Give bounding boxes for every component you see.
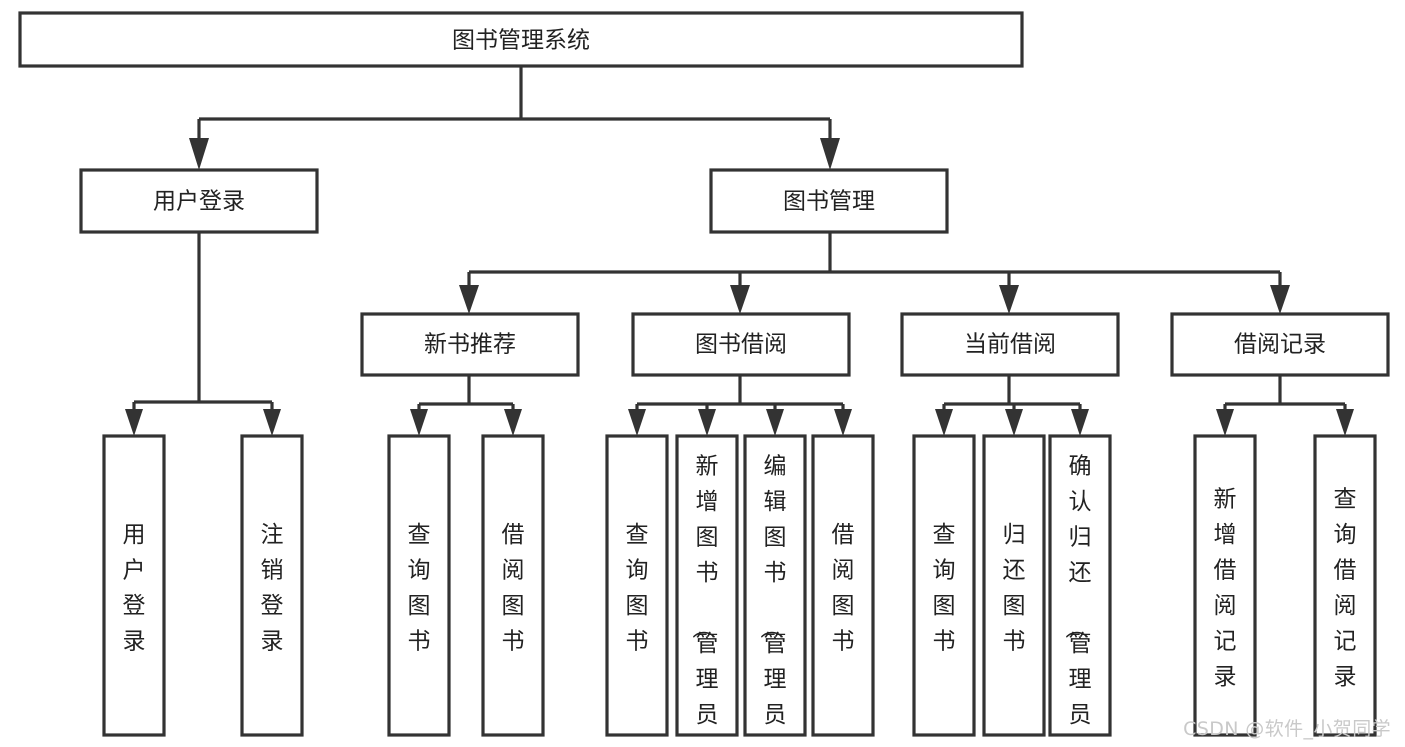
arrow-to-leaf-user-login <box>125 409 143 436</box>
node-current-borrow[interactable]: 当前借阅 <box>900 312 1120 377</box>
arrow-to-leaf-return-book <box>1005 409 1023 436</box>
arrow-to-book-borrow <box>730 285 750 314</box>
node-borrow-record-label: 借阅记录 <box>1234 332 1326 358</box>
arrow-to-leaf-borrow-book-brw <box>834 409 852 436</box>
arrow-to-user-login <box>189 138 209 170</box>
node-user-login[interactable]: 用户登录 <box>79 168 319 234</box>
node-new-book-recommend[interactable]: 新书推荐 <box>360 312 580 377</box>
leaf-node[interactable]: 查询图书 <box>605 434 669 737</box>
node-root-label: 图书管理系统 <box>452 28 590 54</box>
csdn-watermark: CSDN @软件_小贺同学 <box>1183 718 1391 740</box>
leaf-node-label: 查询借阅记录 <box>1334 487 1357 691</box>
leaf-node-label: 借阅图书 <box>502 522 525 655</box>
node-book-borrow[interactable]: 图书借阅 <box>631 312 851 377</box>
node-user-login-label: 用户登录 <box>153 189 245 215</box>
leaf-node[interactable]: 用户登录 <box>102 434 166 737</box>
arrow-to-leaf-query-book-rec <box>410 409 428 436</box>
node-new-book-recommend-label: 新书推荐 <box>424 332 516 358</box>
node-layer: 图书管理系统 用户登录 图书管理 新书推荐 图书借阅 当前借阅 <box>18 11 1390 377</box>
arrow-to-leaf-query-borrow-rec <box>1336 409 1354 436</box>
arrow-to-current-borrow <box>999 285 1019 314</box>
arrow-to-leaf-edit-book-admin <box>766 409 784 436</box>
leaf-node[interactable]: 新增图书（管理员） <box>675 434 739 747</box>
leaf-node-label: 用户登录 <box>123 522 146 655</box>
leaf-node[interactable]: 借阅图书 <box>481 434 545 737</box>
arrow-to-leaf-confirm-return <box>1071 409 1089 436</box>
node-book-manage-label: 图书管理 <box>783 189 875 215</box>
leaf-node[interactable]: 归还图书 <box>982 434 1046 737</box>
leaf-node-label: 查询图书 <box>626 522 649 655</box>
leaf-node-label: 查询图书 <box>933 522 956 655</box>
leaf-node[interactable]: 查询借阅记录 <box>1313 434 1377 737</box>
arrow-to-leaf-logout-login <box>263 409 281 436</box>
leaf-node[interactable]: 借阅图书 <box>811 434 875 737</box>
node-current-borrow-label: 当前借阅 <box>964 332 1056 358</box>
leaf-layer: 用户登录 注销登录 查询图书 借阅图书 查询图书 新增图书（管理员） 编辑图书（管理员） 借阅… <box>102 434 1377 747</box>
leaf-node[interactable]: 查询图书 <box>387 434 451 737</box>
leaf-node-label: 确认归还（管理员） <box>1063 454 1092 747</box>
arrow-to-book-manage <box>820 138 840 170</box>
node-root[interactable]: 图书管理系统 <box>18 11 1024 68</box>
leaf-node[interactable]: 查询图书 <box>912 434 976 737</box>
node-borrow-record[interactable]: 借阅记录 <box>1170 312 1390 377</box>
leaf-node-label: 新增图书（管理员） <box>690 454 719 747</box>
leaf-node-label: 查询图书 <box>408 522 431 655</box>
node-book-manage[interactable]: 图书管理 <box>709 168 949 234</box>
leaf-node-label: 新增借阅记录 <box>1214 487 1237 691</box>
connector-layer <box>125 66 1354 436</box>
arrow-to-new-book-rec <box>459 285 479 314</box>
arrow-to-leaf-query-book-brw <box>628 409 646 436</box>
arrow-to-leaf-add-book-admin <box>698 409 716 436</box>
node-book-borrow-label: 图书借阅 <box>695 332 787 358</box>
leaf-node-label: 编辑图书（管理员） <box>758 454 787 747</box>
arrow-to-leaf-borrow-book-rec <box>504 409 522 436</box>
leaf-node[interactable]: 编辑图书（管理员） <box>743 434 807 747</box>
arrow-to-borrow-record <box>1270 285 1290 314</box>
leaf-node[interactable]: 新增借阅记录 <box>1193 434 1257 737</box>
arrow-to-leaf-add-borrow-rec <box>1216 409 1234 436</box>
leaf-node[interactable]: 确认归还（管理员） <box>1048 434 1112 747</box>
leaf-node[interactable]: 注销登录 <box>240 434 304 737</box>
arrow-to-leaf-query-book-cur <box>935 409 953 436</box>
leaf-node-label: 借阅图书 <box>832 522 855 655</box>
leaf-node-label: 归还图书 <box>1003 522 1026 655</box>
leaf-node-label: 注销登录 <box>261 522 284 655</box>
